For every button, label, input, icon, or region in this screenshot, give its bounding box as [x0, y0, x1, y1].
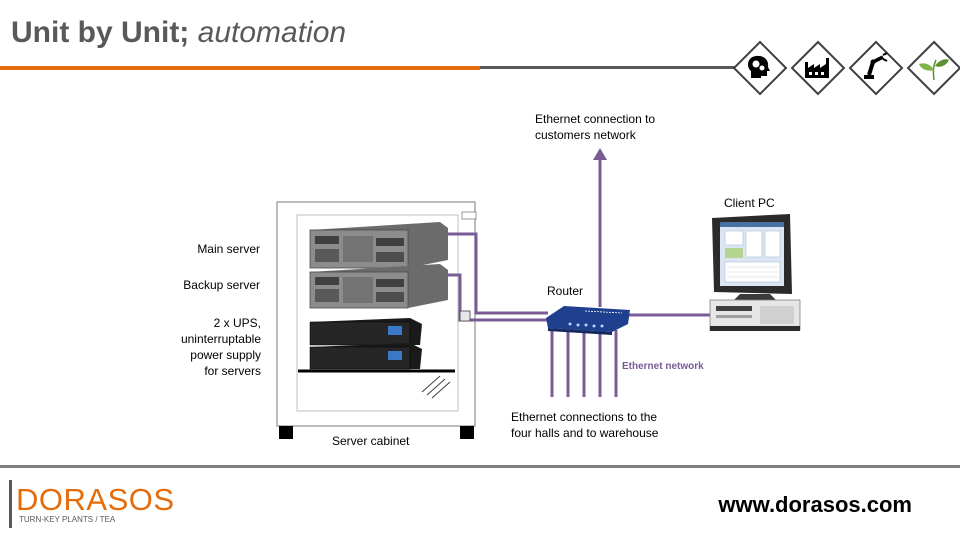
cable-main-server [447, 232, 548, 315]
label-ethernet-customers-line2: customers network [535, 128, 636, 142]
label-backup-server: Backup server [183, 278, 260, 292]
backup-server [309, 264, 448, 309]
logo-tagline: TURN-KEY PLANTS / TEA [19, 515, 116, 524]
label-main-server: Main server [197, 242, 260, 256]
title-rule-gray [480, 66, 755, 69]
label-ups-line2: uninterruptable [180, 332, 261, 346]
head-gears-icon [732, 40, 788, 96]
ups-unit-2 [309, 343, 422, 370]
cable-connector-icon [459, 310, 471, 322]
label-ethernet-customers: Ethernet connection to customers network [535, 111, 655, 143]
arrow-up-icon [593, 148, 607, 160]
label-ethernet-halls-line1: Ethernet connections to the [511, 410, 658, 424]
cable-backup-server [447, 273, 548, 322]
client-pc [709, 214, 801, 331]
title-italic: automation [197, 16, 347, 49]
title-main: Unit by Unit; [11, 16, 190, 49]
label-ups-line3: power supply [190, 348, 261, 362]
factory-icon [790, 40, 846, 96]
label-ethernet-halls-line2: four halls and to warehouse [511, 426, 659, 440]
label-ups-line4: for servers [204, 364, 261, 378]
tea-leaf-icon [906, 40, 960, 96]
label-client-pc: Client PC [724, 196, 775, 210]
network-cables [447, 158, 711, 397]
ups-unit-1 [309, 318, 422, 346]
router [546, 306, 630, 335]
main-server [309, 222, 448, 269]
label-ethernet-halls: Ethernet connections to the four halls a… [511, 409, 658, 441]
footer-rule [0, 465, 960, 468]
website-url[interactable]: www.dorasos.com [718, 492, 912, 517]
title-rule-orange [0, 66, 480, 70]
label-router: Router [547, 284, 584, 298]
label-ups-line1: 2 x UPS, [213, 316, 261, 330]
label-ethernet-network: Ethernet network [622, 361, 704, 372]
label-ups: 2 x UPS, uninterruptable power supply fo… [181, 315, 261, 379]
robot-arm-icon [848, 40, 904, 96]
label-ethernet-customers-line1: Ethernet connection to [535, 112, 656, 126]
page-title: Unit by Unit; automation [11, 16, 346, 50]
dorasos-logo: DORASOS [16, 482, 175, 517]
logo-bar [9, 480, 12, 528]
label-server-cabinet: Server cabinet [332, 434, 410, 448]
